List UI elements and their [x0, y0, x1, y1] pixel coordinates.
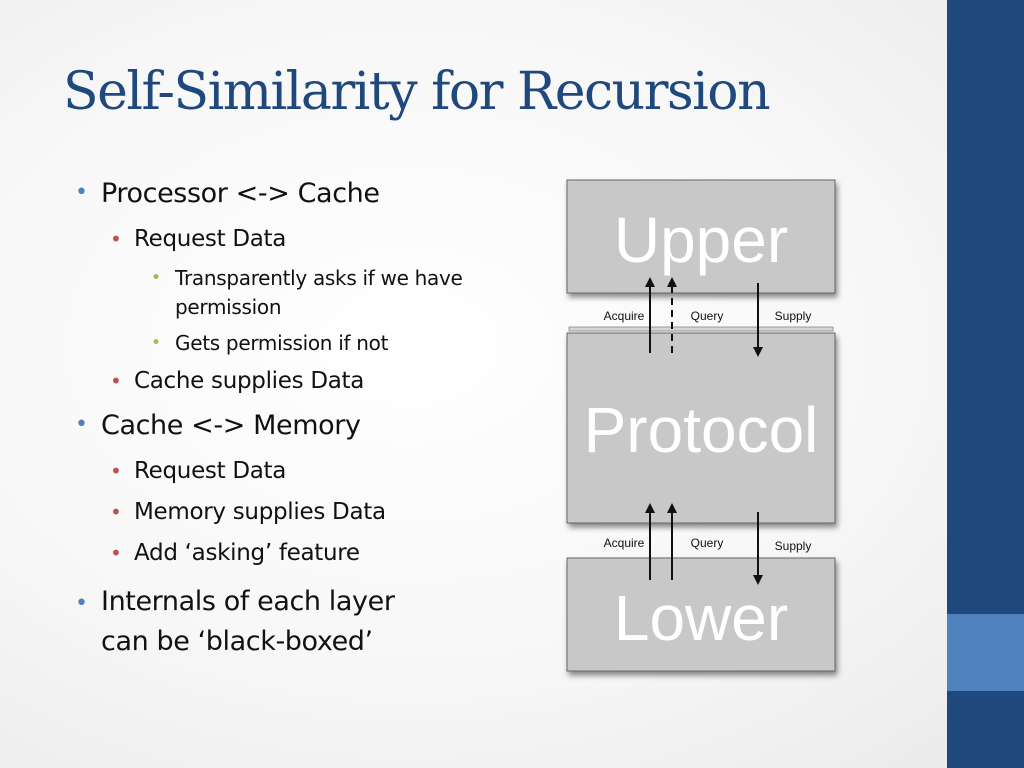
lower-label: Lower: [614, 582, 788, 654]
bullet-marker: •: [110, 500, 122, 524]
query-label-bottom: Query: [691, 536, 724, 550]
bullet-gets-permission: • Gets permission if not: [151, 329, 389, 358]
bullet-text: Request Data: [134, 226, 287, 252]
connector-strip-top: [568, 326, 834, 332]
acquire-label-top: Acquire: [604, 309, 645, 323]
bullet-request-data-2: • Request Data: [110, 458, 287, 484]
bullet-text: Memory supplies Data: [134, 499, 386, 525]
protocol-label: Protocol: [584, 394, 819, 466]
bullet-text: Gets permission if not: [175, 331, 389, 355]
upper-box: Upper: [566, 179, 836, 294]
query-label-top: Query: [691, 309, 724, 323]
bullet-memory-supplies: • Memory supplies Data: [110, 499, 386, 525]
acquire-label-bottom: Acquire: [604, 536, 645, 550]
bullet-text: Transparently asks if we have permission: [175, 266, 463, 319]
bullet-cache-supplies: • Cache supplies Data: [110, 368, 365, 394]
bullet-internals-black-boxed: • Internals of each layer can be ‘black-…: [75, 582, 401, 662]
bullet-marker: •: [151, 268, 161, 288]
supply-label-bottom: Supply: [775, 539, 812, 553]
bullet-text: Processor <-> Cache: [101, 178, 380, 209]
sidebar-accent-block: [947, 614, 1024, 691]
lower-box: Lower: [566, 557, 836, 672]
bullet-marker: •: [110, 369, 122, 393]
bullet-add-asking: • Add ‘asking’ feature: [110, 540, 360, 566]
bullet-request-data-1: • Request Data: [110, 226, 287, 252]
bullet-text: Cache supplies Data: [134, 368, 365, 394]
bullet-marker: •: [110, 459, 122, 483]
bullet-cache-memory: • Cache <-> Memory: [75, 410, 361, 441]
supply-label-top: Supply: [775, 309, 812, 323]
bullet-marker: •: [151, 333, 161, 353]
bullet-text: Request Data: [134, 458, 287, 484]
bullet-marker: •: [110, 227, 122, 251]
bullet-text: Internals of each layer can be ‘black-bo…: [101, 586, 395, 657]
upper-label: Upper: [614, 204, 788, 276]
bullet-marker: •: [75, 180, 88, 205]
bullet-text: Cache <-> Memory: [101, 410, 361, 441]
bullet-marker: •: [75, 412, 88, 437]
protocol-box: Protocol: [566, 332, 836, 524]
bullet-transparently-asks: • Transparently asks if we have permissi…: [151, 264, 465, 322]
bullet-marker: •: [75, 591, 88, 616]
slide-title: Self-Similarity for Recursion: [63, 62, 771, 122]
bullet-text: Add ‘asking’ feature: [134, 540, 360, 566]
bullet-marker: •: [110, 541, 122, 565]
sidebar-decoration: [947, 0, 1024, 768]
bullet-processor-cache: • Processor <-> Cache: [75, 178, 380, 209]
